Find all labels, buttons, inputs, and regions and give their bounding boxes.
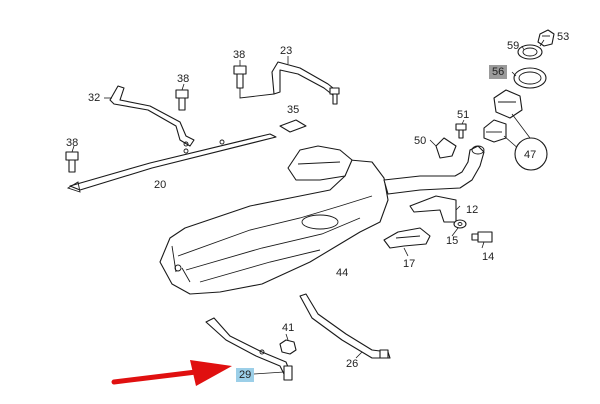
callout-50: 50 xyxy=(414,135,427,147)
red-arrow-icon xyxy=(111,360,232,386)
callout-23: 23 xyxy=(280,45,293,57)
filler-neck-tube xyxy=(383,145,485,195)
callout-38-top: 38 xyxy=(233,49,246,61)
callout-17: 17 xyxy=(403,258,416,270)
callout-47: 47 xyxy=(524,149,537,161)
seal-ring-59 xyxy=(517,44,543,60)
callout-41: 41 xyxy=(282,322,295,334)
callout-12: 12 xyxy=(466,204,479,216)
filler-housing-47 xyxy=(483,89,548,171)
filler-cap-53 xyxy=(537,29,555,47)
callout-38-left: 38 xyxy=(66,137,79,149)
callout-59: 59 xyxy=(507,40,520,52)
callout-32: 32 xyxy=(88,92,101,104)
tank-strap-20 xyxy=(66,133,277,193)
callout-20: 20 xyxy=(154,179,167,191)
clip-50 xyxy=(435,137,457,159)
bolt-38-mid xyxy=(175,89,189,111)
pad-35 xyxy=(279,119,307,133)
callout-38-mid: 38 xyxy=(177,73,190,85)
callout-53: 53 xyxy=(557,31,570,43)
bracket-12 xyxy=(409,195,457,223)
clamp-17 xyxy=(383,227,431,249)
bolt-38-top xyxy=(233,65,247,89)
callout-26: 26 xyxy=(346,358,359,370)
callout-29: 29 xyxy=(236,368,255,382)
bolt-14 xyxy=(471,231,493,243)
nut-41 xyxy=(279,339,297,355)
tank-strap-26 xyxy=(299,293,391,359)
ring-56 xyxy=(513,67,547,89)
bolt-23-small xyxy=(329,87,340,105)
callout-35: 35 xyxy=(287,104,300,116)
bolt-38-left xyxy=(65,151,79,173)
tank-strap-29 xyxy=(205,317,293,381)
bracket-23 xyxy=(239,61,339,99)
callout-44: 44 xyxy=(336,267,349,279)
fuel-tank xyxy=(159,145,389,295)
screw-51 xyxy=(455,123,467,139)
tank-strap-32 xyxy=(109,85,195,147)
callout-14: 14 xyxy=(482,251,495,263)
callout-56: 56 xyxy=(489,65,508,79)
callout-15: 15 xyxy=(446,235,459,247)
washer-15 xyxy=(453,219,467,229)
callout-51: 51 xyxy=(457,109,470,121)
